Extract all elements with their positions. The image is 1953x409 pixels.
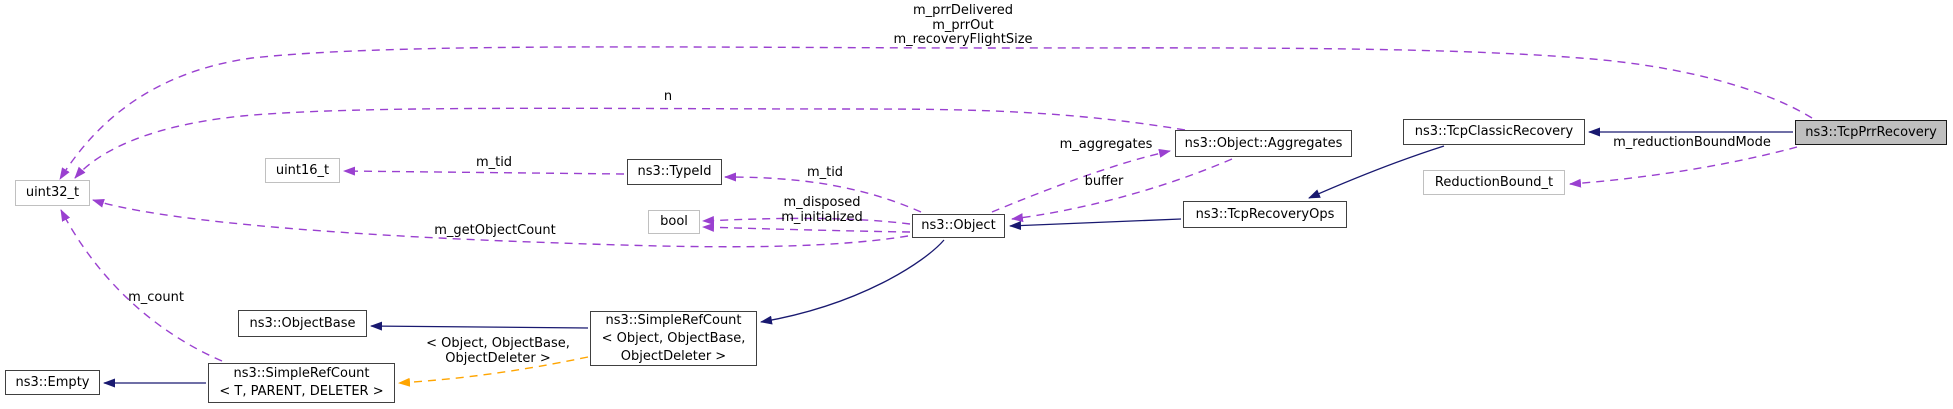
- node-uint16-t: uint16_t: [265, 158, 340, 183]
- node-uint32-t: uint32_t: [15, 180, 90, 206]
- edge-label-template-args: < Object, ObjectBase, ObjectDeleter >: [426, 336, 570, 366]
- edge-m-initialized: [702, 222, 911, 233]
- node-ns3-tcprecoveryops[interactable]: ns3::TcpRecoveryOps: [1183, 201, 1347, 228]
- node-ns3-object-aggregates[interactable]: ns3::Object::Aggregates: [1175, 130, 1352, 157]
- edge-label-prr-members: m_prrDelivered m_prrOut m_recoveryFlight…: [893, 3, 1033, 47]
- edge-n: [74, 107, 1186, 179]
- edge-m-tid-typeid-uint16: [343, 166, 625, 176]
- edge-m-prrdelivered-prrout-recoveryflightsize: [59, 46, 1813, 180]
- edge-m-disposed: [702, 216, 911, 226]
- node-ns3-object[interactable]: ns3::Object: [912, 214, 1005, 238]
- node-ns3-empty[interactable]: ns3::Empty: [5, 370, 100, 395]
- edge-template-instantiation: [398, 356, 589, 387]
- node-bool: bool: [648, 210, 700, 234]
- edge-label-m-tid-left: m_tid: [475, 155, 513, 170]
- edge-label-m-disposed-m-initialized: m_disposed m_initialized: [781, 195, 863, 225]
- edge-label-m-reductionboundmode: m_reductionBoundMode: [1613, 135, 1771, 150]
- edge-m-getobjectcount: [92, 198, 909, 248]
- edge-label-m-aggregates: m_aggregates: [1059, 137, 1153, 152]
- edge-buffer: [1011, 158, 1233, 223]
- node-ns3-simplerefcount-object[interactable]: ns3::SimpleRefCount < Object, ObjectBase…: [590, 311, 757, 366]
- edge-inherit-tcpclassic-tcprecoveryops: [1308, 145, 1445, 199]
- node-ns3-typeid[interactable]: ns3::TypeId: [627, 159, 722, 185]
- edge-label-buffer: buffer: [1084, 174, 1124, 189]
- edge-label-m-tid-right: m_tid: [806, 165, 844, 180]
- edge-label-n: n: [663, 89, 673, 104]
- edge-inherit-simplerefcount-objectbase: [370, 321, 589, 331]
- node-ns3-tcpclassicrecovery[interactable]: ns3::TcpClassicRecovery: [1403, 119, 1585, 145]
- edge-m-tid-object-typeid: [724, 172, 922, 213]
- edge-label-m-count: m_count: [128, 290, 184, 305]
- edge-label-m-getobjectcount: m_getObjectCount: [434, 223, 556, 238]
- edge-inherit-object-simplerefcount: [760, 239, 945, 325]
- node-reductionbound-t: ReductionBound_t: [1423, 170, 1565, 195]
- edge-m-reductionboundmode: [1569, 146, 1798, 188]
- edge-m-count: [60, 209, 223, 362]
- node-ns3-simplerefcount-template[interactable]: ns3::SimpleRefCount < T, PARENT, DELETER…: [208, 363, 395, 403]
- edge-m-aggregates: [991, 148, 1171, 213]
- edge-inherit-tcprecoveryops-object: [1009, 218, 1182, 231]
- node-ns3-tcpprrrecovery: ns3::TcpPrrRecovery: [1795, 120, 1947, 145]
- node-ns3-objectbase[interactable]: ns3::ObjectBase: [238, 310, 367, 337]
